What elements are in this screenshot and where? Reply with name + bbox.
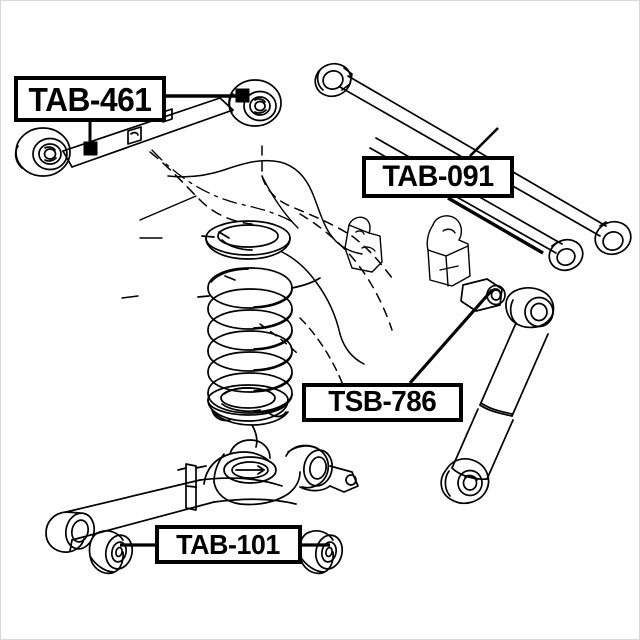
detail-pointer-lines	[121, 195, 197, 299]
leader-marker-tab461-left	[83, 141, 98, 156]
callout-inner-border: TSB-786	[305, 386, 460, 419]
callout-tab-101[interactable]: TAB-101	[155, 525, 302, 564]
callout-label-tab-091: TAB-091	[382, 160, 494, 193]
callout-inner-border: TAB-101	[158, 528, 299, 561]
left-arm-bushing	[14, 127, 71, 177]
callout-tsb-786[interactable]: TSB-786	[302, 383, 463, 422]
callout-inner-border: TAB-091	[365, 159, 511, 195]
mounting-bracket-left	[344, 216, 383, 273]
callout-inner-border: TAB-461	[17, 79, 163, 119]
leader-marker-tab461-right	[235, 88, 250, 103]
leader-tab091-lower	[447, 196, 544, 255]
callout-label-tab-461: TAB-461	[28, 80, 152, 118]
right-arm-bushing	[228, 79, 282, 127]
callout-tab-461[interactable]: TAB-461	[14, 76, 166, 122]
callout-label-tab-101: TAB-101	[176, 528, 281, 560]
shock-absorber	[440, 278, 555, 504]
callout-tab-091[interactable]: TAB-091	[362, 156, 514, 198]
bushing-left-trailing	[88, 530, 134, 575]
leader-tsb786	[408, 288, 494, 385]
mounting-bracket-right	[426, 215, 471, 287]
leader-tab091-upper	[469, 127, 499, 157]
coil-spring	[197, 267, 321, 448]
axle-housing	[149, 145, 393, 331]
spring-lower-seat	[207, 384, 289, 422]
bushing-right-trailing	[298, 530, 344, 575]
callout-label-tsb-786: TSB-786	[328, 386, 437, 418]
axle-housing-body	[167, 159, 365, 401]
shock-upper-eyelet	[460, 278, 506, 312]
leader-lines	[83, 88, 544, 547]
differential-housing	[203, 439, 359, 506]
spring-upper-insulator	[201, 220, 291, 260]
